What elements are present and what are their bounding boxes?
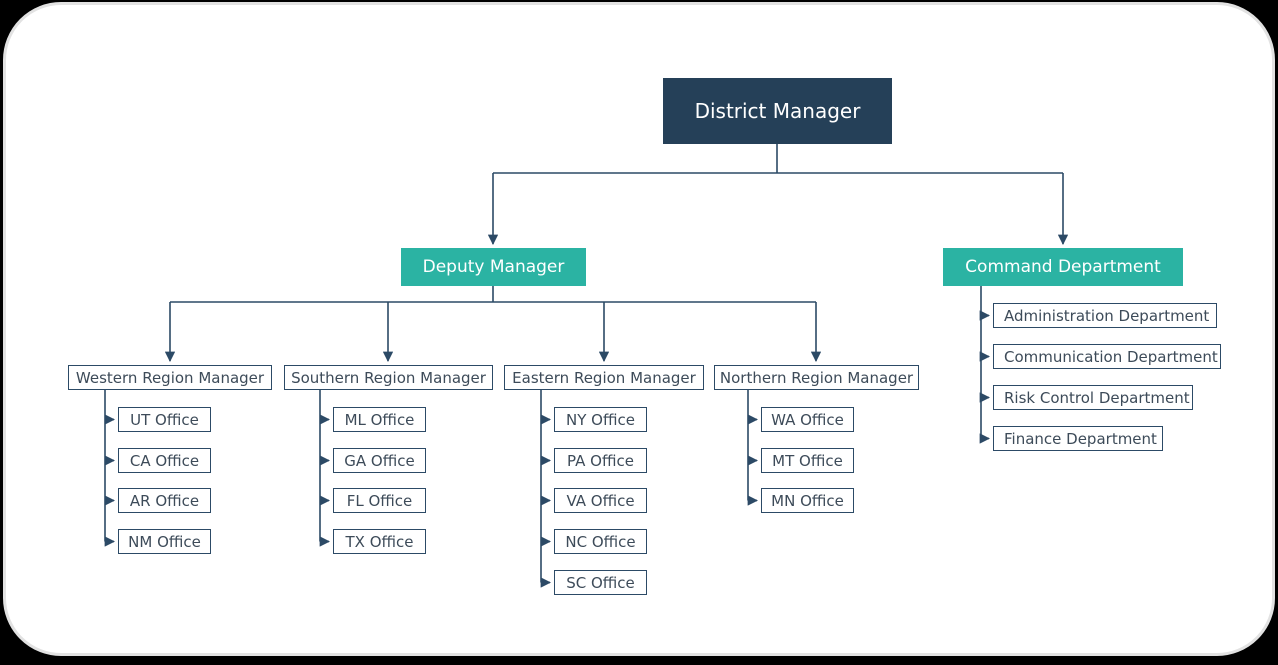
connector-lines [104, 144, 1069, 588]
node-office-va[interactable]: VA Office [554, 488, 647, 513]
node-communication-department[interactable]: Communication Department [993, 344, 1221, 369]
node-office-tx[interactable]: TX Office [333, 529, 426, 554]
node-office-ml[interactable]: ML Office [333, 407, 426, 432]
node-southern-region-manager[interactable]: Southern Region Manager [284, 365, 493, 390]
node-western-region-manager[interactable]: Western Region Manager [68, 365, 272, 390]
node-office-ar[interactable]: AR Office [118, 488, 211, 513]
diagram-card: District Manager Deputy Manager Command … [3, 2, 1275, 656]
node-administration-department[interactable]: Administration Department [993, 303, 1217, 328]
node-risk-control-department[interactable]: Risk Control Department [993, 385, 1193, 410]
node-northern-region-manager[interactable]: Northern Region Manager [714, 365, 919, 390]
node-office-nc[interactable]: NC Office [554, 529, 647, 554]
node-finance-department[interactable]: Finance Department [993, 426, 1163, 451]
node-office-wa[interactable]: WA Office [761, 407, 854, 432]
node-office-mn[interactable]: MN Office [761, 488, 854, 513]
node-office-mt[interactable]: MT Office [761, 448, 854, 473]
node-office-fl[interactable]: FL Office [333, 488, 426, 513]
node-office-ny[interactable]: NY Office [554, 407, 647, 432]
node-deputy-manager[interactable]: Deputy Manager [401, 248, 586, 286]
node-office-nm[interactable]: NM Office [118, 529, 211, 554]
node-office-pa[interactable]: PA Office [554, 448, 647, 473]
node-office-ga[interactable]: GA Office [333, 448, 426, 473]
node-office-ca[interactable]: CA Office [118, 448, 211, 473]
node-office-sc[interactable]: SC Office [554, 570, 647, 595]
node-office-ut[interactable]: UT Office [118, 407, 211, 432]
node-command-department[interactable]: Command Department [943, 248, 1183, 286]
node-district-manager[interactable]: District Manager [663, 78, 892, 144]
node-eastern-region-manager[interactable]: Eastern Region Manager [504, 365, 704, 390]
org-chart-canvas: District Manager Deputy Manager Command … [6, 5, 1272, 653]
